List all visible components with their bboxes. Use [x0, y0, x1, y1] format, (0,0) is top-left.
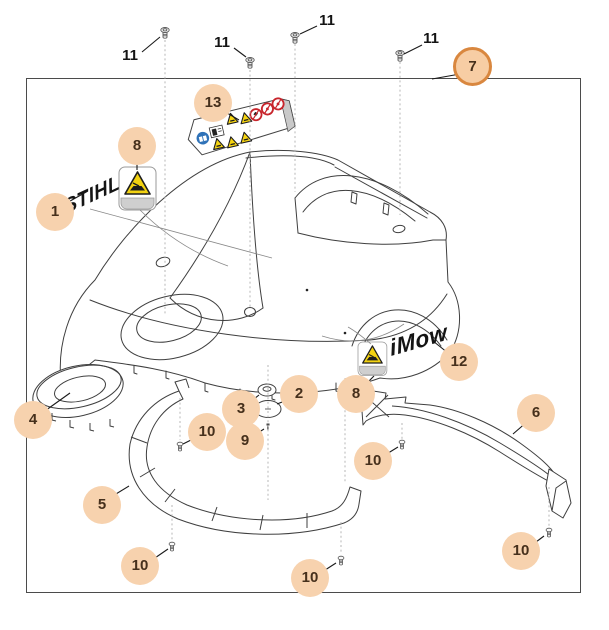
callout-10c[interactable]: 10 — [121, 547, 159, 585]
callout-6[interactable]: 6 — [517, 394, 555, 432]
callout-9[interactable]: 9 — [226, 422, 264, 460]
screw-label-11c[interactable]: 11 — [319, 12, 335, 29]
screw-label-11d[interactable]: 11 — [423, 30, 439, 47]
callout-8b[interactable]: 8 — [337, 375, 375, 413]
screw-label-11b[interactable]: 11 — [214, 34, 230, 51]
callout-10b[interactable]: 10 — [354, 442, 392, 480]
callout-7-highlighted[interactable]: 7 — [453, 47, 492, 86]
callout-2[interactable]: 2 — [280, 375, 318, 413]
callout-10d[interactable]: 10 — [291, 559, 329, 597]
screw-label-11a[interactable]: 11 — [122, 47, 138, 64]
callout-1[interactable]: 1 — [36, 193, 74, 231]
callout-13[interactable]: 13 — [194, 84, 232, 122]
callout-4[interactable]: 4 — [14, 401, 52, 439]
callout-10e[interactable]: 10 — [502, 532, 540, 570]
callout-5[interactable]: 5 — [83, 486, 121, 524]
callout-12[interactable]: 12 — [440, 343, 478, 381]
callout-10a[interactable]: 10 — [188, 413, 226, 451]
callout-8a[interactable]: 8 — [118, 127, 156, 165]
